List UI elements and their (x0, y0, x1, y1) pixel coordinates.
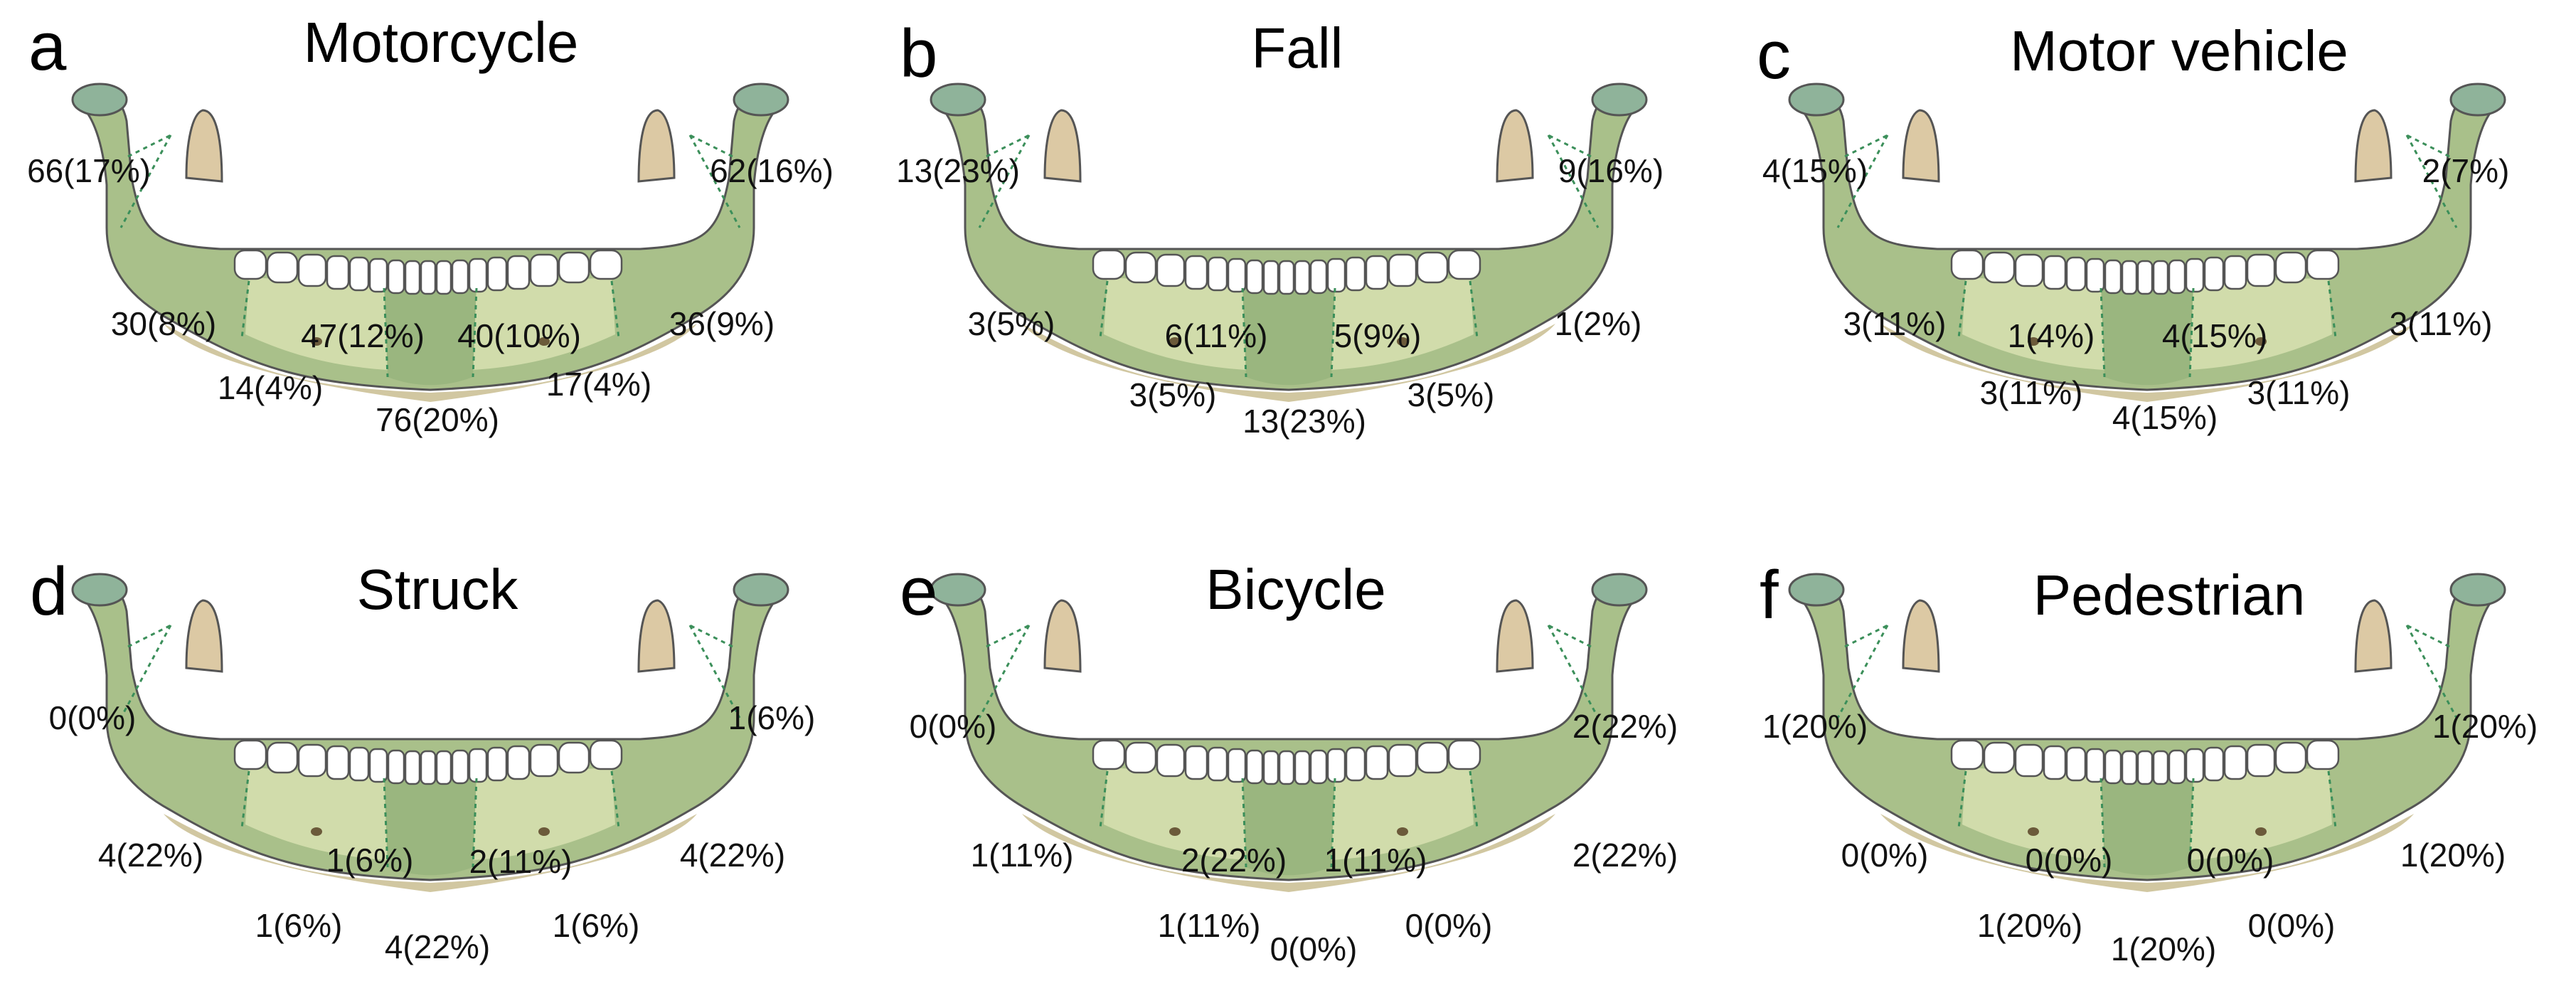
label-body-left: 2(22%) (1181, 842, 1287, 879)
label-condyle-left: 4(15%) (1762, 152, 1868, 189)
label-body-right: 4(15%) (2161, 317, 2268, 354)
label-body-left: 1(4%) (2007, 317, 2095, 354)
label-condyle-left: 66(17%) (27, 152, 151, 189)
label-parasymphysis-left: 1(6%) (255, 907, 343, 944)
panel-d: d Struck 0(0%) 1(6%) 4(22%) 4(22%) 1(6%)… (0, 490, 858, 980)
panel-c: c Motor vehicle 4(15%) 2(7%) 3(11%) 3(11… (1717, 0, 2575, 490)
label-condyle-right: 1(20%) (2432, 708, 2538, 745)
panel-title: Fall (1251, 16, 1343, 80)
label-parasymphysis-right: 0(0%) (2247, 907, 2336, 944)
label-ramus-right: 36(9%) (669, 305, 775, 342)
label-condyle-left: 13(23%) (896, 152, 1020, 189)
label-condyle-right: 1(6%) (728, 699, 816, 736)
label-body-left: 6(11%) (1164, 317, 1268, 354)
panel-letter: c (1757, 17, 1791, 93)
label-parasymphysis-left: 1(11%) (1157, 907, 1261, 944)
label-condyle-left: 0(0%) (909, 708, 997, 745)
panel-letter: b (900, 16, 938, 92)
label-symphysis: 4(22%) (384, 928, 491, 965)
label-ramus-right: 1(2%) (1554, 305, 1642, 342)
label-ramus-right: 2(22%) (1572, 837, 1678, 874)
label-body-right: 5(9%) (1334, 317, 1422, 354)
label-body-left: 47(12%) (301, 317, 425, 354)
label-condyle-right: 2(7%) (2422, 152, 2510, 189)
panel-a: a Motorcycle 66(17%) 62(16%) 30(8%) 36(9… (0, 0, 858, 490)
label-body-right: 1(11%) (1324, 842, 1427, 879)
label-condyle-right: 2(22%) (1572, 708, 1678, 745)
panel-letter: d (30, 553, 68, 630)
panel-title: Motor vehicle (2010, 19, 2348, 83)
label-ramus-left: 30(8%) (110, 305, 217, 342)
label-body-left: 0(0%) (2025, 842, 2113, 879)
label-condyle-right: 62(16%) (710, 152, 834, 189)
panel-title: Bicycle (1205, 558, 1386, 621)
label-ramus-left: 3(11%) (1843, 305, 1947, 342)
label-symphysis: 0(0%) (1270, 930, 1358, 967)
label-body-right: 0(0%) (2186, 842, 2274, 879)
panel-f: f Pedestrian 1(20%) 1(20%) 0(0%) 1(20%) … (1717, 490, 2575, 980)
label-parasymphysis-right: 3(5%) (1407, 376, 1495, 413)
label-parasymphysis-left: 3(11%) (1979, 374, 2083, 411)
panel-b: b Fall 13(23%) 9(16%) 3(5%) 1(2%) 6(11%)… (858, 0, 1717, 490)
label-parasymphysis-right: 17(4%) (545, 366, 652, 403)
label-condyle-right: 9(16%) (1558, 152, 1664, 189)
label-ramus-left: 3(5%) (967, 305, 1055, 342)
label-parasymphysis-left: 14(4%) (217, 369, 324, 406)
label-parasymphysis-right: 3(11%) (2247, 374, 2351, 411)
label-condyle-left: 0(0%) (48, 699, 137, 736)
label-parasymphysis-left: 1(20%) (1976, 907, 2083, 944)
label-symphysis: 13(23%) (1242, 403, 1366, 440)
label-symphysis: 1(20%) (2110, 930, 2217, 967)
label-body-left: 1(6%) (326, 842, 414, 879)
label-parasymphysis-left: 3(5%) (1129, 376, 1217, 413)
label-ramus-right: 4(22%) (679, 837, 786, 874)
label-body-right: 2(11%) (469, 843, 573, 880)
label-body-right: 40(10%) (457, 317, 581, 354)
label-condyle-left: 1(20%) (1762, 708, 1868, 745)
label-ramus-left: 4(22%) (97, 837, 204, 874)
panel-title: Struck (356, 558, 518, 621)
label-ramus-left: 0(0%) (1841, 837, 1929, 874)
panel-title: Pedestrian (2033, 563, 2306, 627)
label-ramus-right: 1(20%) (2400, 837, 2506, 874)
label-symphysis: 76(20%) (376, 401, 499, 438)
label-ramus-left: 1(11%) (970, 837, 1074, 874)
label-symphysis: 4(15%) (2112, 399, 2218, 436)
panel-letter: e (900, 553, 938, 630)
label-parasymphysis-right: 0(0%) (1405, 907, 1493, 944)
panel-title: Motorcycle (303, 11, 579, 74)
panel-letter: f (1760, 557, 1779, 633)
label-ramus-right: 3(11%) (2389, 305, 2493, 342)
label-parasymphysis-right: 1(6%) (552, 907, 640, 944)
panel-letter: a (28, 9, 67, 85)
panel-e: e Bicycle 0(0%) 2(22%) 1(11%) 2(22%) 2(2… (858, 490, 1717, 980)
